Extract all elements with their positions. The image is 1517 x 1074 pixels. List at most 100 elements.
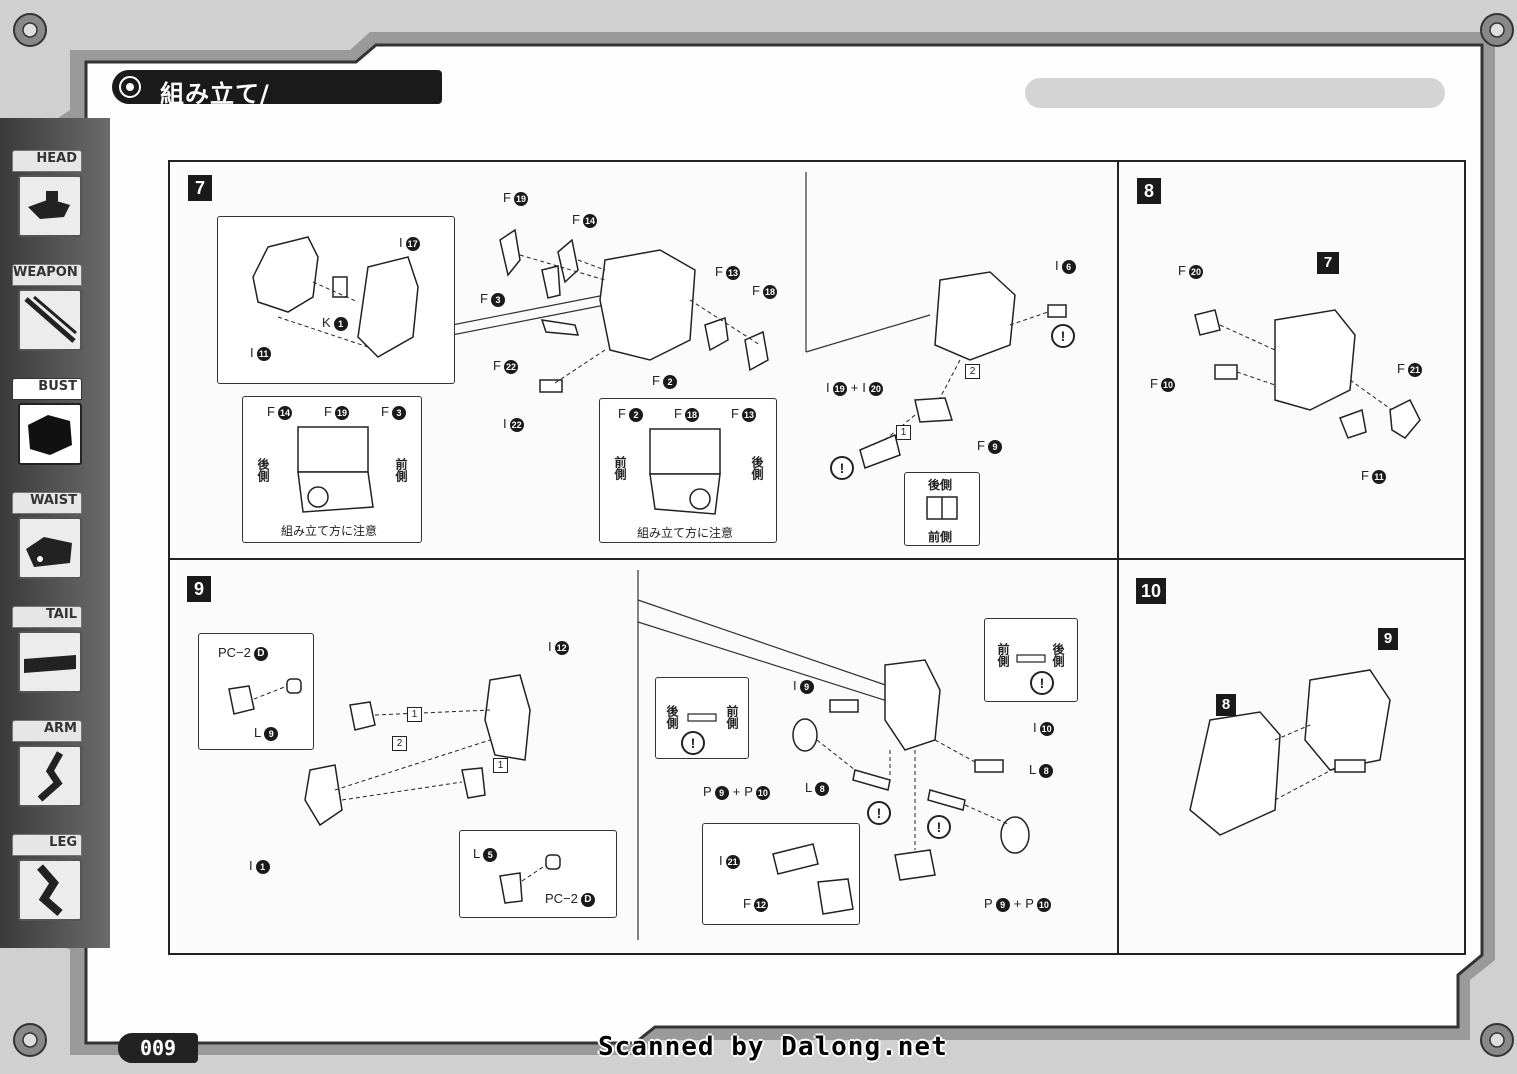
- caution-icon: !: [830, 456, 854, 480]
- part-illustration-icon: [499, 854, 561, 904]
- orientation-box-2: [599, 398, 777, 543]
- step-9-detail-box-right: [702, 823, 860, 925]
- orientation-illustration-icon: [1016, 654, 1046, 663]
- orientation-illustration-icon: [297, 426, 374, 513]
- step-9-drawing: [304, 674, 531, 827]
- step-order-2: 2: [965, 364, 980, 379]
- step-9-badge: 9: [187, 576, 211, 602]
- label-front-r: 前側: [996, 643, 1010, 667]
- tab-bust-label: BUST: [12, 378, 82, 400]
- caption-box2: 組み立て方に注意: [637, 526, 734, 540]
- tab-weapon-label: WEAPON: [12, 264, 82, 286]
- tab-waist[interactable]: WAIST: [12, 492, 82, 579]
- label-front-box1: 前側: [394, 458, 408, 482]
- label-back-box1: 後側: [256, 458, 270, 482]
- caution-icon: !: [1051, 324, 1075, 348]
- step-order-1: 1: [407, 707, 422, 722]
- step-9b-drawing: [792, 659, 1030, 881]
- ref-step-8-badge: 8: [1216, 694, 1236, 716]
- orientation-illustration-icon: [687, 713, 717, 722]
- step-7-assembly-drawing: [499, 228, 769, 393]
- step-order-1: 1: [493, 758, 508, 773]
- part-illustration-icon: [252, 236, 419, 358]
- orientation-illustration-icon: [926, 496, 958, 520]
- tab-arm[interactable]: ARM: [12, 720, 82, 807]
- ref-step-7-badge: 7: [1317, 252, 1339, 274]
- gear-icon-bottom-right: [1480, 1023, 1514, 1057]
- caution-icon: !: [681, 731, 705, 755]
- tab-leg[interactable]: LEG: [12, 834, 82, 921]
- orientation-box-3: [904, 472, 980, 546]
- waist-thumbnail-icon: [18, 517, 82, 579]
- page-number: 009: [118, 1033, 198, 1063]
- grid-divider-horizontal: [168, 558, 1466, 560]
- page-title: 組み立て/: [160, 80, 270, 108]
- label-back-box2: 後側: [750, 456, 764, 480]
- tab-weapon[interactable]: WEAPON: [12, 264, 82, 351]
- step-7-badge: 7: [188, 175, 212, 201]
- step-7-detail-box: [217, 216, 455, 384]
- tab-head-label: HEAD: [12, 150, 82, 172]
- tab-tail-label: TAIL: [12, 606, 82, 628]
- label-back-box3: 後側: [928, 478, 953, 492]
- tab-arm-label: ARM: [12, 720, 82, 742]
- tab-waist-label: WAIST: [12, 492, 82, 514]
- tab-head[interactable]: HEAD: [12, 150, 82, 237]
- leg-thumbnail-icon: [18, 859, 82, 921]
- tail-thumbnail-icon: [18, 631, 82, 693]
- step-10-badge: 10: [1136, 578, 1166, 604]
- tab-bust[interactable]: BUST: [12, 378, 82, 465]
- caution-icon: !: [927, 815, 951, 839]
- step-order-2: 2: [392, 736, 407, 751]
- bleed-through-bar: [1025, 78, 1445, 108]
- gear-icon: [119, 76, 141, 98]
- label-back-small: 後側: [665, 705, 679, 729]
- step-7b-drawing: [859, 271, 1067, 469]
- step-8-drawing: [1194, 309, 1421, 439]
- step-8-badge: 8: [1137, 178, 1161, 204]
- scanner-watermark: Scanned by Dalong.net: [598, 1032, 948, 1062]
- tab-tail[interactable]: TAIL: [12, 606, 82, 693]
- caution-icon: !: [1030, 671, 1054, 695]
- gear-icon-bottom-left: [13, 1023, 47, 1057]
- section-title-bar: 組み立て/: [112, 70, 442, 108]
- head-thumbnail-icon: [18, 175, 82, 237]
- caption-box1: 組み立て方に注意: [281, 524, 378, 538]
- bust-thumbnail-icon: [18, 403, 82, 465]
- gear-icon-top-left: [13, 13, 47, 47]
